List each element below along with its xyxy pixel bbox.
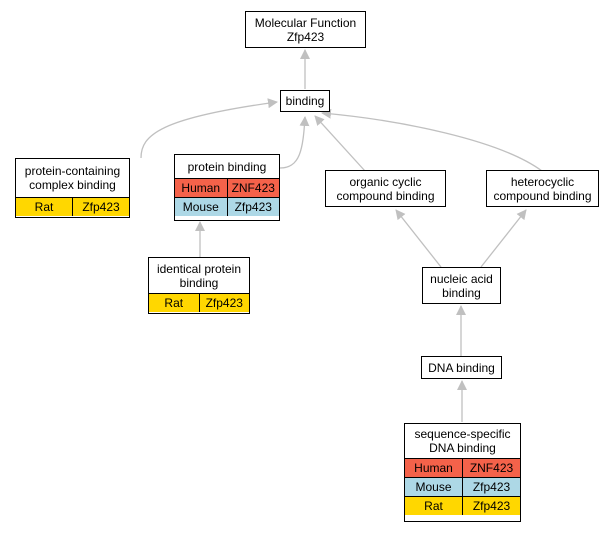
gene-cell: Zfp423 [462, 497, 520, 515]
node-binding[interactable]: binding [280, 90, 330, 112]
species-cell: Mouse [182, 200, 219, 214]
node-label: organic cyclic compound binding [336, 174, 435, 203]
node-sequence-specific-dna-binding[interactable]: sequence-specific DNA binding Human ZNF4… [404, 423, 521, 522]
species-cell: Human [414, 461, 453, 475]
node-label: nucleic acid binding [430, 271, 493, 300]
species-cell: Rat [164, 296, 184, 310]
annotation-row-mouse: Mouse Zfp423 [175, 197, 279, 216]
species-cell: Human [181, 181, 221, 195]
node-label: Molecular Function Zfp423 [254, 15, 357, 44]
node-nucleic-acid-binding[interactable]: nucleic acid binding [422, 267, 501, 304]
node-protein-containing-complex-binding[interactable]: protein-containing complex binding Rat Z… [15, 158, 130, 218]
edge-nucleic-to-organic [395, 209, 442, 268]
gene-cell: Zfp423 [198, 294, 250, 312]
annotation-row-human: Human ZNF423 [175, 178, 279, 197]
annotation-row-rat: Rat Zfp423 [405, 496, 520, 515]
gene-cell: Zfp423 [72, 198, 129, 216]
node-molecular-function[interactable]: Molecular Function Zfp423 [245, 11, 366, 48]
annotation-row-mouse: Mouse Zfp423 [405, 477, 520, 496]
annotation-row-rat: Rat Zfp423 [149, 293, 249, 312]
node-organic-cyclic-compound-binding[interactable]: organic cyclic compound binding [325, 170, 446, 207]
node-label: DNA binding [428, 360, 495, 375]
gene-cell: Zfp423 [226, 198, 280, 216]
node-heterocyclic-compound-binding[interactable]: heterocyclic compound binding [486, 170, 599, 207]
node-label: heterocyclic compound binding [493, 174, 592, 203]
annotation-row-rat: Rat Zfp423 [16, 197, 129, 216]
gene-cell: Zfp423 [462, 478, 520, 496]
edge-organic-to-binding [314, 115, 366, 172]
species-cell: Rat [424, 499, 443, 513]
node-label: binding [285, 94, 325, 108]
gene-cell: ZNF423 [462, 459, 520, 477]
species-cell: Rat [34, 200, 54, 214]
edge-hetero-to-binding [321, 108, 543, 172]
node-identical-protein-binding[interactable]: identical protein binding Rat Zfp423 [148, 257, 250, 314]
node-label: sequence-specific DNA binding [414, 427, 511, 455]
annotation-row-human: Human ZNF423 [405, 458, 520, 477]
node-dna-binding[interactable]: DNA binding [421, 356, 502, 379]
node-label: protein binding [187, 159, 267, 174]
edge-protein-to-binding [279, 116, 310, 169]
node-protein-binding[interactable]: protein binding Human ZNF423 Mouse Zfp42… [174, 154, 280, 221]
edge-pcc-to-binding [140, 98, 278, 159]
species-cell: Mouse [415, 480, 452, 494]
node-label: protein-containing complex binding [24, 164, 121, 192]
node-label: identical protein binding [156, 261, 242, 290]
gene-cell: ZNF423 [226, 179, 280, 197]
edge-nucleic-to-hetero [480, 209, 527, 268]
